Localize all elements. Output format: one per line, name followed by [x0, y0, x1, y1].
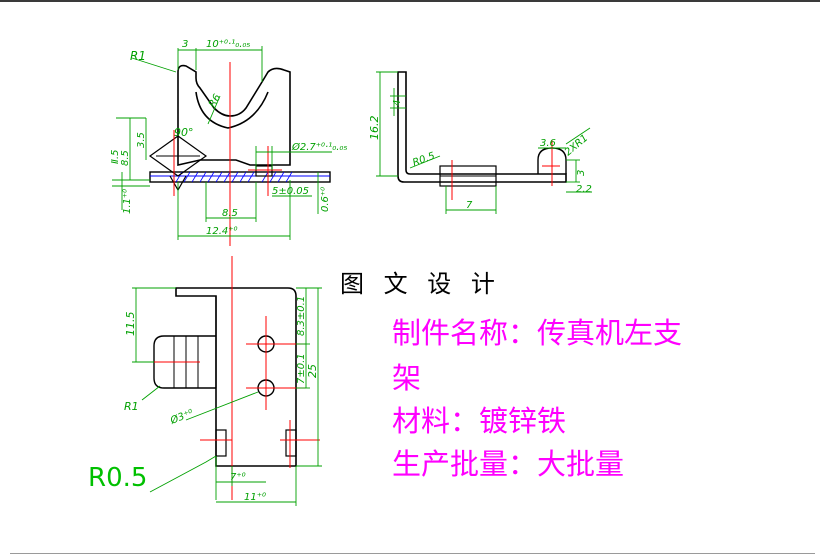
dim-5: 5±0.05 [272, 186, 309, 197]
dim-7-bottom: 7±0.1 [296, 353, 307, 384]
dim-3-6: 3.6 [540, 138, 556, 149]
dim-ii-5: Ⅱ.5 [110, 150, 121, 164]
plate-outline [175, 287, 297, 467]
page-title: 图 文 设 计 [340, 270, 501, 298]
top-right-view: 16.2 4 R0.5 3.6 2XR1 3 2.2 7 [368, 71, 592, 214]
dim-7-tab: 7⁺⁰ [230, 472, 246, 483]
dim-3b: 3 [576, 170, 587, 176]
dim-d3: Ø3⁺⁰ [168, 407, 195, 427]
dim-3: 3 [182, 39, 188, 50]
dim-r1-bottom: R1 [124, 400, 139, 413]
tl-dimension-lines [112, 46, 332, 240]
dim-7: 7 [466, 200, 473, 211]
dim-3-5: 3.5 [136, 132, 147, 148]
dim-d2-7: Ø2.7⁺⁰·¹₀.₀₅ [291, 141, 347, 153]
dim-angle-90: 90° [174, 126, 194, 139]
dim-r0-5-large: R0.5 [88, 463, 147, 493]
dim-1-1: 1.1⁺⁰ [122, 189, 133, 214]
dim-11: 11⁺⁰ [244, 492, 266, 503]
dim-r1: R1 [130, 49, 146, 63]
dim-4: 4 [392, 100, 403, 106]
spec-part-name-cont: 架 [392, 361, 422, 395]
dim-12-4: 12.4⁺⁰ [206, 226, 238, 237]
dim-r6: R6 [207, 92, 223, 109]
bottom-dimension-lines [132, 287, 322, 506]
bottom-view: 11.5 8.3±0.1 7±0.1 25 R1 Ø3⁺⁰ R0.5 7⁺⁰ 1… [88, 256, 322, 506]
frame-top-border [0, 0, 820, 2]
tr-dimension-lines [376, 71, 592, 214]
dim-10: 10⁺⁰·¹₀.₀₅ [206, 39, 250, 50]
frame-bottom-border [10, 553, 815, 554]
dim-r0-5: R0.5 [411, 151, 436, 169]
dim-25: 25 [306, 364, 319, 378]
spec-batch: 生产批量：大批量 [392, 447, 625, 481]
dim-8-3: 8.3±0.1 [296, 296, 307, 336]
dim-8-5b: 8.5 [222, 208, 238, 219]
dim-8-5: 8.5 [120, 150, 131, 166]
dim-11-5: 11.5 [124, 312, 137, 337]
spec-part-name: 制件名称：传真机左支 [392, 316, 683, 350]
dim-16-2: 16.2 [368, 116, 381, 141]
fork-outline [177, 64, 291, 167]
spec-material: 材料：镀锌铁 [392, 404, 567, 438]
dim-2-2: 2.2 [576, 184, 592, 195]
top-left-view: R1 3 10⁺⁰·¹₀.₀₅ R6 90° 8.5 3.5 Ⅱ.5 1.1⁺⁰… [110, 39, 347, 246]
section-hatch [175, 171, 293, 183]
dim-0-6: 0.6⁺⁰ [320, 187, 331, 212]
